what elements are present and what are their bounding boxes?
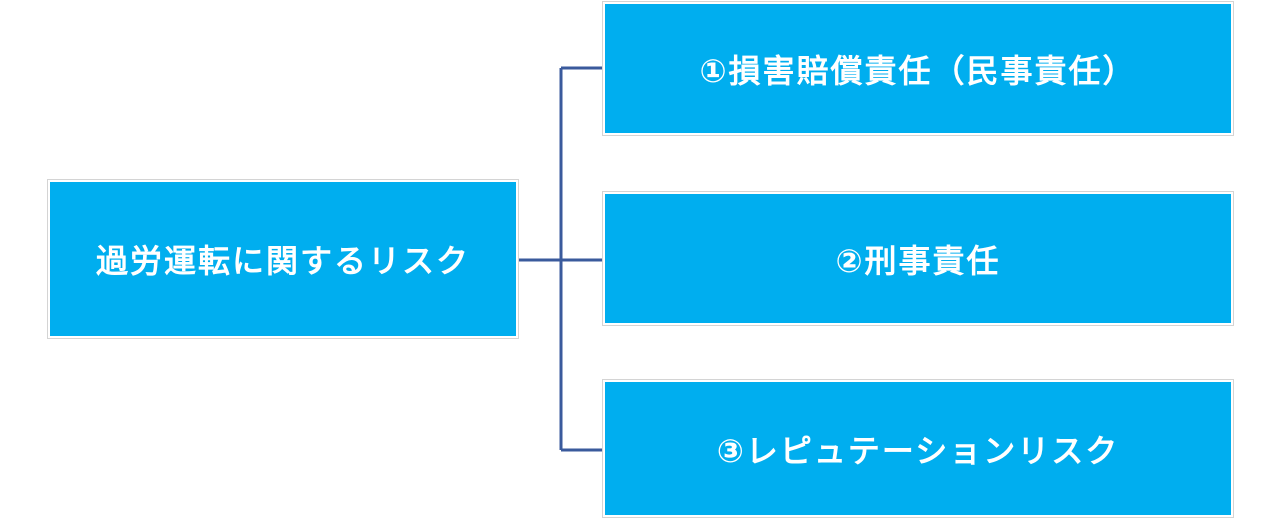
root-node: 過労運転に関するリスク: [48, 180, 518, 338]
branch-node-label: ③レピュテーションリスク: [716, 431, 1120, 470]
branch-node-criminal-liability: ②刑事責任: [603, 192, 1233, 325]
root-node-label: 過労運転に関するリスク: [95, 242, 470, 280]
branch-node-civil-liability: ①損害賠償責任（民事責任）: [603, 2, 1233, 135]
branch-node-label: ①損害賠償責任（民事責任）: [699, 51, 1137, 90]
branch-node-label: ②刑事責任: [835, 241, 1001, 280]
branch-node-reputation-risk: ③レピュテーションリスク: [603, 380, 1233, 517]
